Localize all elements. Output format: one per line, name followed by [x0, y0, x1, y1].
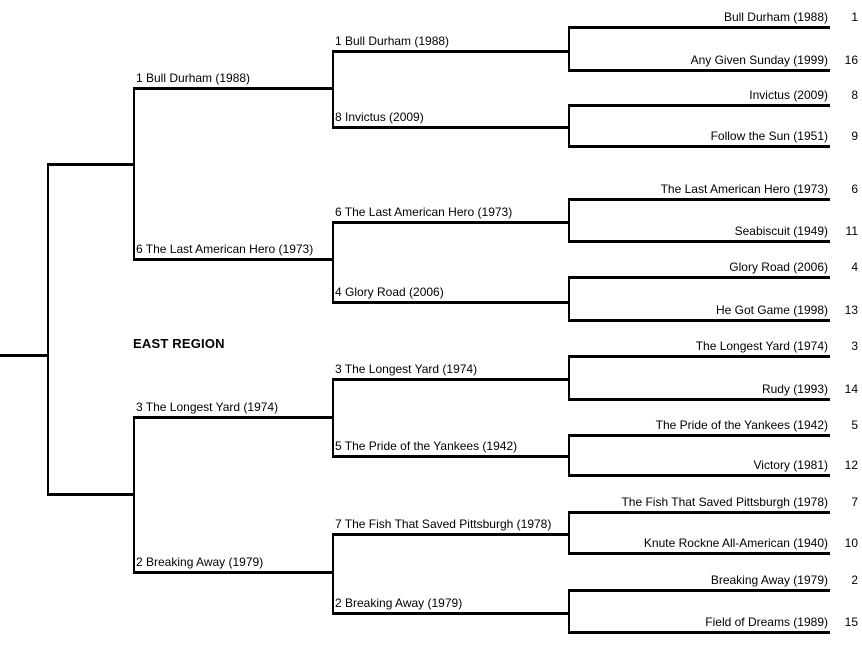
- round1-connector-6: [568, 434, 570, 477]
- round2-team-6-label: 5 The Pride of the Yankees (1942): [335, 439, 518, 453]
- round1-team-2-seed: 16: [844, 53, 858, 67]
- round1-line-12: [568, 474, 830, 477]
- round2-team-5-label: 3 The Longest Yard (1974): [335, 362, 478, 376]
- round2-team-7-label: 7 The Fish That Saved Pittsburgh (1978): [335, 517, 552, 531]
- round2-team-3-label: 6 The Last American Hero (1973): [335, 205, 513, 219]
- round1-line-16: [568, 631, 830, 634]
- round1-team-11-title: The Pride of the Yankees (1942): [655, 418, 828, 432]
- round1-team-3-title: Invictus (2009): [749, 88, 828, 102]
- round1-team-13-title: The Fish That Saved Pittsburgh (1978): [621, 495, 828, 509]
- round1-team-4-seed: 9: [851, 129, 858, 143]
- round2-connector-2: [332, 221, 334, 304]
- round3-team-2-label: 6 The Last American Hero (1973): [136, 242, 314, 256]
- round1-team-7-seed: 4: [851, 260, 858, 274]
- round1-team-6-title: Seabiscuit (1949): [734, 224, 828, 238]
- round2-line-8: [332, 612, 568, 615]
- round1-team-7-title: Glory Road (2006): [729, 260, 828, 274]
- round1-team-1-title: Bull Durham (1988): [723, 10, 828, 24]
- round1-team-9-seed: 3: [851, 339, 858, 353]
- round3-team-4-label: 2 Breaking Away (1979): [136, 555, 264, 569]
- round1-team-14-seed: 10: [844, 536, 858, 550]
- round3-line-3: [133, 416, 334, 419]
- round1-team-5-seed: 6: [851, 182, 858, 196]
- regional-final-connector: [47, 163, 49, 496]
- round1-team-9-title: The Longest Yard (1974): [695, 339, 828, 353]
- round1-line-10: [568, 398, 830, 401]
- round2-line-3: [332, 221, 568, 224]
- round1-line-4: [568, 145, 830, 148]
- round1-team-13-seed: 7: [851, 495, 858, 509]
- round3-connector-1: [133, 87, 135, 261]
- round3-line-2: [133, 258, 334, 261]
- round1-line-13: [568, 511, 830, 514]
- round2-line-4: [332, 301, 568, 304]
- round1-line-2: [568, 69, 830, 72]
- round1-team-14-title: Knute Rockne All-American (1940): [643, 536, 828, 550]
- round2-team-1-label: 1 Bull Durham (1988): [335, 34, 450, 48]
- round2-line-5: [332, 378, 568, 381]
- round1-team-16-title: Field of Dreams (1989): [705, 615, 828, 629]
- round1-connector-4: [568, 276, 570, 322]
- round3-team-3-label: 3 The Longest Yard (1974): [136, 400, 279, 414]
- round1-team-15-title: Breaking Away (1979): [710, 573, 828, 587]
- round1-team-8-seed: 13: [844, 303, 858, 317]
- round3-line-1: [133, 87, 334, 90]
- round1-connector-8: [568, 589, 570, 634]
- round1-line-8: [568, 319, 830, 322]
- round1-line-9: [568, 355, 830, 358]
- round2-line-1: [332, 50, 568, 53]
- round1-team-12-seed: 12: [844, 458, 858, 472]
- round1-team-3-seed: 8: [851, 88, 858, 102]
- round3-line-4: [133, 571, 334, 574]
- region-champion-line: [0, 354, 49, 357]
- round1-connector-2: [568, 104, 570, 148]
- round2-team-2-label: 8 Invictus (2009): [335, 110, 424, 124]
- round1-line-14: [568, 552, 830, 555]
- round1-team-5-title: The Last American Hero (1973): [660, 182, 828, 196]
- round1-line-5: [568, 198, 830, 201]
- round1-line-1: [568, 26, 830, 29]
- round1-connector-3: [568, 198, 570, 243]
- round1-team-10-title: Rudy (1993): [761, 382, 828, 396]
- round2-line-7: [332, 533, 568, 536]
- round2-line-6: [332, 455, 568, 458]
- round2-line-2: [332, 126, 568, 129]
- round3-team-1-label: 1 Bull Durham (1988): [136, 71, 251, 85]
- round1-team-2-title: Any Given Sunday (1999): [690, 53, 828, 67]
- round2-connector-4: [332, 533, 334, 615]
- round1-line-15: [568, 589, 830, 592]
- round1-team-10-seed: 14: [844, 382, 858, 396]
- round1-team-12-title: Victory (1981): [753, 458, 828, 472]
- region-title: EAST REGION: [133, 336, 225, 351]
- round1-team-6-seed: 11: [845, 224, 858, 238]
- round2-team-8-label: 2 Breaking Away (1979): [335, 596, 463, 610]
- round1-line-6: [568, 240, 830, 243]
- round2-team-4-label: 4 Glory Road (2006): [335, 285, 444, 299]
- round1-team-4-title: Follow the Sun (1951): [710, 129, 828, 143]
- round1-line-7: [568, 276, 830, 279]
- round1-connector-1: [568, 26, 570, 72]
- round1-team-8-title: He Got Game (1998): [715, 303, 828, 317]
- round1-team-11-seed: 5: [851, 418, 858, 432]
- round1-team-15-seed: 2: [851, 573, 858, 587]
- round1-connector-7: [568, 511, 570, 555]
- regional-final-line-top: [47, 163, 135, 166]
- round1-connector-5: [568, 355, 570, 401]
- regional-final-line-bottom: [47, 493, 135, 496]
- round1-team-16-seed: 15: [844, 615, 858, 629]
- round1-team-1-seed: 1: [851, 10, 858, 24]
- round1-line-3: [568, 104, 830, 107]
- round1-line-11: [568, 434, 830, 437]
